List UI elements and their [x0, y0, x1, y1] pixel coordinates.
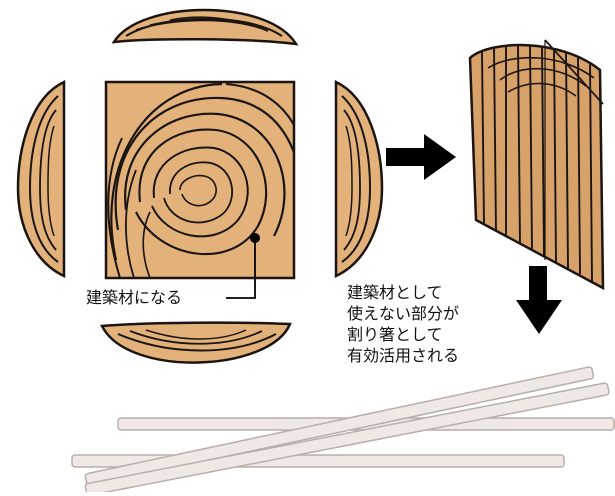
- arrow-down-icon: [516, 266, 562, 334]
- usage-note-line-3: 割り箸として: [347, 325, 443, 344]
- building-material-label: 建築材になる: [86, 288, 183, 307]
- left-slab: [16, 80, 66, 278]
- chopsticks: [71, 366, 615, 496]
- bottom-slab: [100, 321, 292, 364]
- usage-note: 建築材として 使えない部分が 割り箸として 有効活用される: [347, 282, 459, 366]
- usage-note-line-2: 使えない部分が: [347, 304, 460, 323]
- arrow-right-icon: [386, 134, 456, 180]
- square-timber: [104, 80, 296, 280]
- board: [468, 39, 605, 291]
- usage-note-line-1: 建築材として: [347, 283, 443, 302]
- usage-note-line-4: 有効活用される: [347, 346, 460, 365]
- top-slab: [111, 8, 299, 46]
- right-slab: [334, 80, 384, 278]
- label-pointer: [226, 233, 260, 299]
